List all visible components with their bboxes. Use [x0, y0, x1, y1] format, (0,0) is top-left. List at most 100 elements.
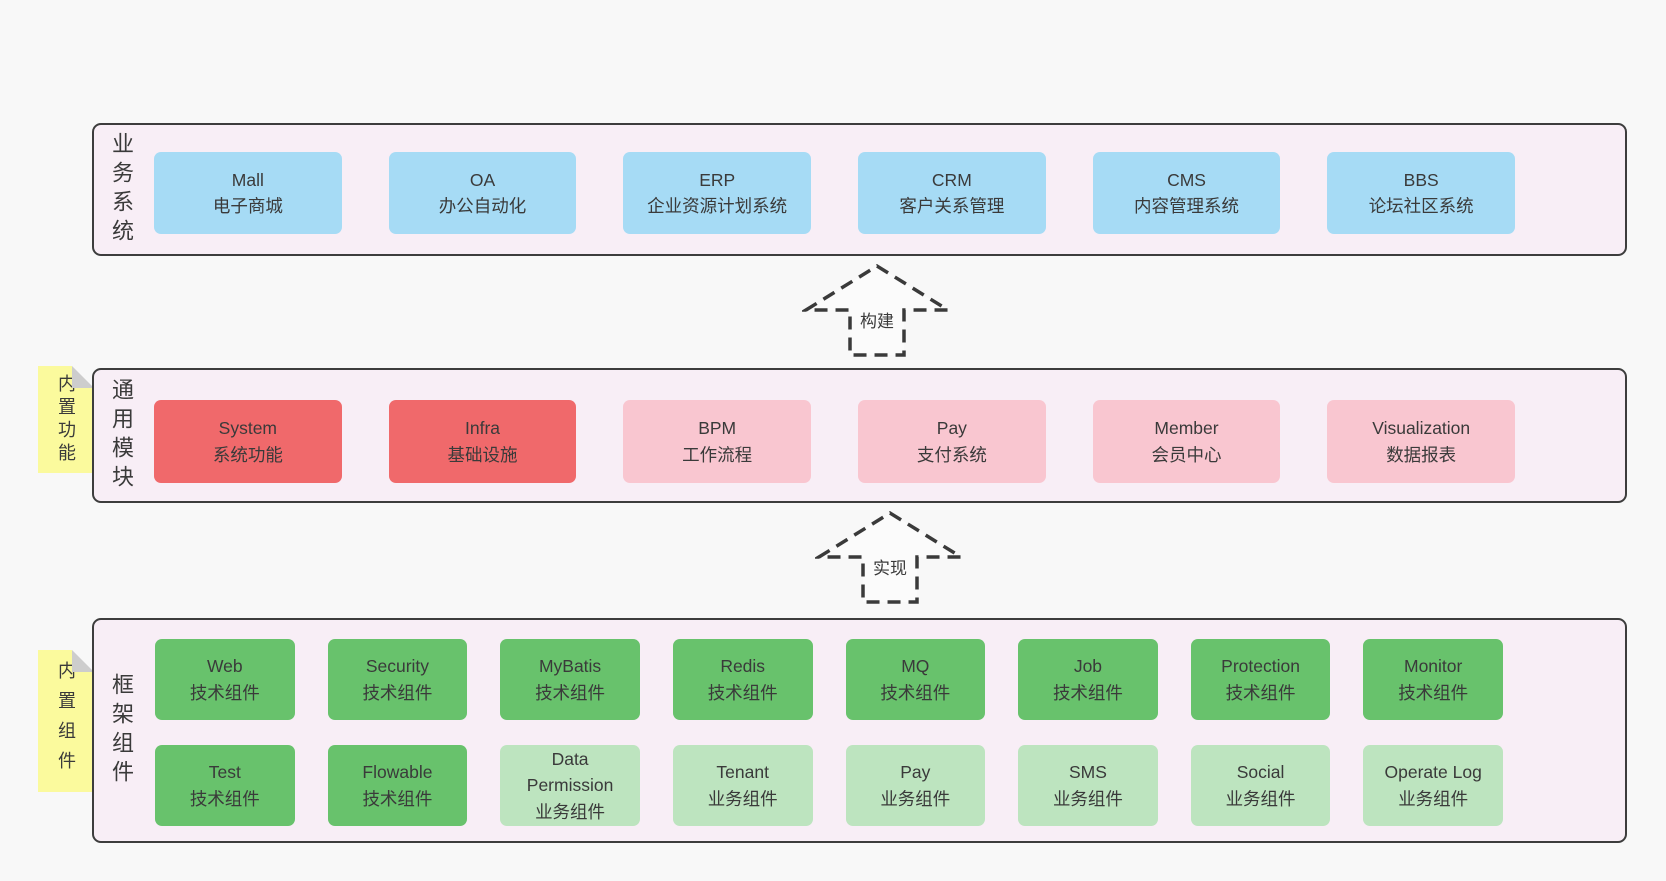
box-subtitle: 企业资源计划系统 [647, 196, 788, 216]
box-subtitle: 办公自动化 [438, 196, 527, 216]
box-mq: MQ 技术组件 [845, 639, 986, 720]
box-infra: Infra 基础设施 [388, 400, 577, 483]
box-title: Web [206, 656, 243, 677]
box-title: Pay [900, 762, 931, 783]
layer-label: 业务系统 [109, 131, 134, 248]
box-subtitle: 业务组件 [880, 788, 951, 809]
box-title: CMS [1167, 169, 1206, 190]
box-subtitle: 业务组件 [707, 788, 778, 809]
box-job: Job 技术组件 [1018, 639, 1158, 720]
box-oa: OA 办公自动化 [388, 152, 577, 234]
box-title: Flowable [362, 762, 433, 783]
modules-boxes-row: System 系统功能 Infra 基础设施 BPM 工作流程 Pay 支付系统… [154, 400, 1516, 483]
box-title: Monitor [1404, 656, 1463, 677]
box-crm: CRM 客户关系管理 [858, 152, 1046, 234]
box-title: Pay [936, 418, 967, 439]
box-security: Security 技术组件 [327, 639, 468, 720]
box-subtitle: 数据报表 [1386, 444, 1457, 465]
box-tenant: Tenant 业务组件 [672, 745, 813, 826]
box-title: Tenant [716, 762, 769, 783]
layer-framework-components: 框架组件 Web 技术组件 Security 技术组件 MyBatis 技术组件… [92, 618, 1627, 843]
note-text: 内置功能 [56, 373, 76, 466]
box-subtitle: 论坛社区系统 [1368, 196, 1474, 216]
box-pay-component: Pay 业务组件 [845, 745, 986, 826]
box-title: BBS [1403, 169, 1439, 190]
components-row-1: Web 技术组件 Security 技术组件 MyBatis 技术组件 Redi… [155, 639, 1503, 720]
box-title: CRM [931, 169, 972, 190]
box-member: Member 会员中心 [1092, 400, 1281, 483]
box-mybatis: MyBatis 技术组件 [500, 639, 640, 720]
box-subtitle: 技术组件 [189, 682, 260, 703]
box-subtitle: 业务组件 [535, 801, 606, 822]
arrow-label: 实现 [870, 554, 910, 579]
box-bbs: BBS 论坛社区系统 [1327, 152, 1516, 234]
note-text: 内置组件 [56, 661, 76, 781]
box-title: Protection [1221, 656, 1300, 677]
box-subtitle: 会员中心 [1151, 444, 1222, 465]
box-title: Test [208, 762, 241, 783]
box-title: Data Permission [526, 749, 614, 796]
box-bpm: BPM 工作流程 [623, 400, 812, 483]
box-subtitle: 支付系统 [916, 444, 987, 465]
box-subtitle: 电子商城 [212, 196, 283, 216]
box-title: Operate Log [1384, 762, 1482, 783]
box-title: ERP [699, 169, 736, 190]
box-sms: SMS 业务组件 [1018, 745, 1158, 826]
box-subtitle: 业务组件 [1225, 788, 1296, 809]
folded-corner-icon [72, 366, 94, 388]
box-subtitle: 技术组件 [1398, 682, 1469, 703]
box-mall: Mall 电子商城 [154, 152, 342, 234]
box-title: Job [1073, 656, 1103, 677]
folded-corner-icon [72, 650, 94, 672]
box-social: Social 业务组件 [1190, 745, 1331, 826]
sticky-note-built-in-functions: 内置功能 [38, 366, 94, 473]
box-monitor: Monitor 技术组件 [1363, 639, 1503, 720]
box-title: Security [365, 656, 430, 677]
box-title: Visualization [1372, 418, 1471, 439]
box-system: System 系统功能 [154, 400, 342, 483]
box-title: OA [469, 169, 496, 190]
box-subtitle: 工作流程 [682, 444, 753, 465]
box-data-permission: Data Permission 业务组件 [500, 745, 640, 826]
box-subtitle: 技术组件 [362, 788, 433, 809]
box-subtitle: 技术组件 [707, 682, 778, 703]
box-subtitle: 业务组件 [1398, 788, 1469, 809]
layer-common-modules: 通用模块 System 系统功能 Infra 基础设施 BPM 工作流程 Pay… [92, 368, 1627, 503]
box-cms: CMS 内容管理系统 [1092, 152, 1281, 234]
box-subtitle: 技术组件 [535, 682, 606, 703]
business-boxes-row: Mall 电子商城 OA 办公自动化 ERP 企业资源计划系统 CRM 客户关系… [154, 152, 1516, 234]
box-subtitle: 技术组件 [880, 682, 951, 703]
box-subtitle: 技术组件 [189, 788, 260, 809]
box-title: Redis [720, 656, 766, 677]
box-title: MyBatis [538, 656, 602, 677]
box-subtitle: 技术组件 [362, 682, 433, 703]
box-visualization: Visualization 数据报表 [1327, 400, 1516, 483]
box-title: Social [1236, 762, 1285, 783]
build-arrow: 构建 [802, 263, 952, 358]
box-subtitle: 技术组件 [1052, 682, 1123, 703]
box-title: Infra [464, 418, 501, 439]
box-web: Web 技术组件 [155, 639, 295, 720]
sticky-note-built-in-components: 内置组件 [38, 650, 94, 792]
box-subtitle: 系统功能 [212, 444, 283, 465]
implement-arrow: 实现 [815, 510, 965, 605]
box-subtitle: 业务组件 [1052, 788, 1123, 809]
box-title: System [218, 418, 278, 439]
box-title: Mall [231, 169, 264, 190]
box-subtitle: 内容管理系统 [1134, 196, 1240, 216]
box-subtitle: 技术组件 [1225, 682, 1296, 703]
box-erp: ERP 企业资源计划系统 [623, 152, 812, 234]
box-title: BPM [698, 418, 737, 439]
components-row-2: Test 技术组件 Flowable 技术组件 Data Permission … [155, 745, 1503, 826]
layer-label: 通用模块 [109, 377, 134, 494]
box-pay-system: Pay 支付系统 [858, 400, 1046, 483]
box-title: Member [1154, 418, 1219, 439]
box-subtitle: 基础设施 [447, 444, 518, 465]
layer-label: 框架组件 [109, 672, 134, 789]
box-test: Test 技术组件 [155, 745, 295, 826]
box-protection: Protection 技术组件 [1190, 639, 1331, 720]
box-redis: Redis 技术组件 [672, 639, 813, 720]
box-operate-log: Operate Log 业务组件 [1363, 745, 1503, 826]
box-subtitle: 客户关系管理 [899, 196, 1005, 216]
